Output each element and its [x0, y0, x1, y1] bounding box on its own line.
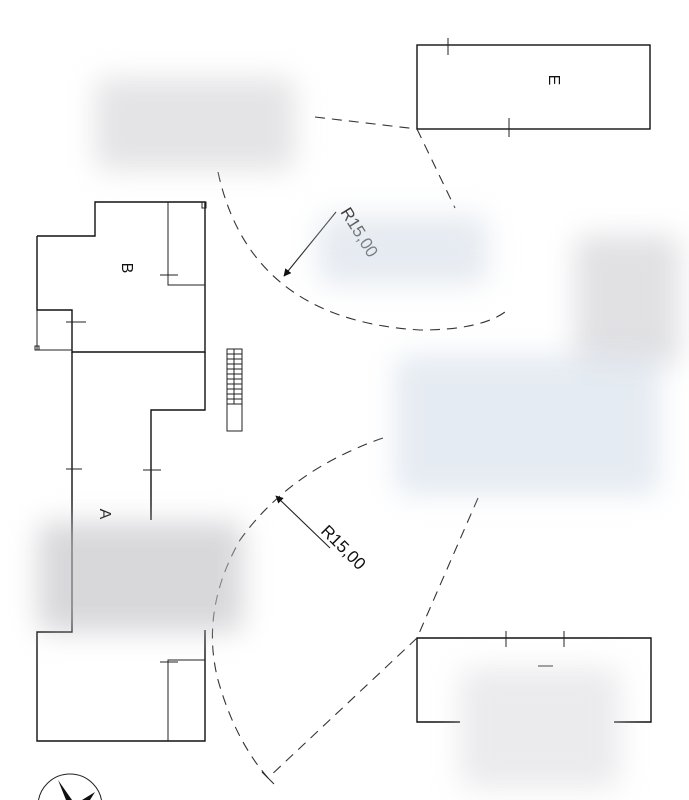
upper-boundary [314, 116, 418, 130]
blurred-region [318, 215, 488, 285]
blurred-region [38, 522, 243, 632]
building-b-marker [201, 201, 207, 209]
upper-arc [217, 171, 506, 331]
north-arrow-pointer [58, 780, 72, 800]
lower-radius-dimension [275, 495, 331, 549]
building-b-outline [36, 201, 206, 353]
building-e: E [416, 38, 651, 137]
lower-arc-end-tick [261, 771, 275, 785]
blurred-region [95, 78, 295, 170]
lower-boundary [416, 497, 479, 639]
north-arrow-circle [38, 773, 102, 800]
building-b: B [34, 201, 207, 353]
building-a-label: A [96, 509, 113, 520]
building-b-corner [36, 310, 72, 351]
upper-boundary [416, 128, 456, 209]
stair [226, 348, 243, 432]
north-arrow-pointer [82, 792, 95, 800]
building-e-label: E [545, 75, 562, 86]
blurred-region [395, 355, 660, 495]
north-arrow [38, 773, 102, 800]
blurred-region [460, 668, 620, 788]
building-lower-right-outline [416, 637, 652, 723]
building-a-wall [150, 352, 206, 520]
building-a: A [66, 352, 206, 520]
blurred-region [575, 235, 680, 365]
lower-boundary [267, 637, 418, 779]
building-lower-right [416, 631, 652, 723]
building-lower-inner-wall [167, 659, 205, 741]
building-e-outline [416, 44, 651, 130]
building-b-inner-wall [167, 202, 205, 286]
building-b-marker [34, 345, 40, 351]
lower-radius-label: R15,00 [317, 521, 369, 573]
building-b-label: B [118, 263, 135, 274]
